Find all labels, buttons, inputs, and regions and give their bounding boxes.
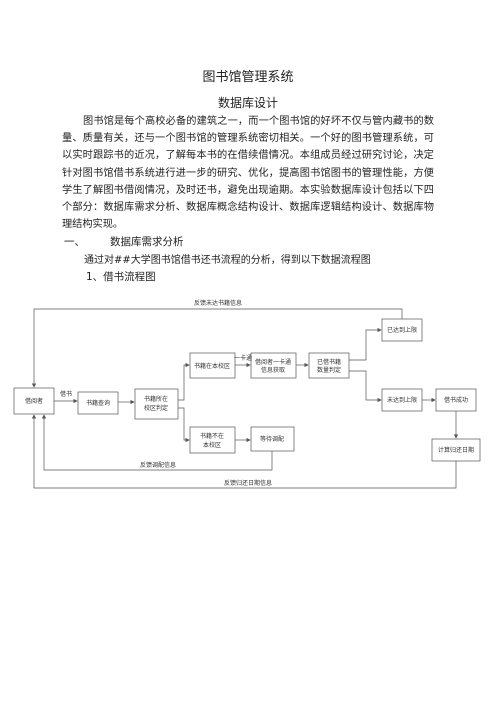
node-count-judge-box — [308, 352, 350, 379]
node-due-date: 计算归还日期 — [438, 446, 474, 454]
label-feedback-due: 反馈归还日期信息 — [224, 479, 272, 487]
document-subtitle: 数据库设计 — [217, 96, 278, 110]
label-card: 一卡通 — [234, 354, 252, 362]
intro-paragraph: 图书馆是每个高校必备的建筑之一，而一个图书馆的好坏不仅与管内藏书的数量、质量有关… — [62, 116, 434, 231]
node-in-campus: 书籍在本校区 — [194, 362, 230, 370]
node-query: 书籍查询 — [86, 399, 110, 407]
section-number: 一、 — [64, 236, 85, 248]
node-not-in-campus-2: 本校区 — [203, 441, 221, 449]
node-card-info-1: 借阅者一卡通 — [255, 358, 291, 366]
label-feedback-transfer: 反馈调配信息 — [140, 461, 176, 469]
node-count-judge-1: 已借书籍 — [317, 358, 341, 366]
node-card-info-2: 信息获取 — [261, 366, 285, 374]
node-not-in-campus-box — [189, 426, 236, 454]
node-reached-limit: 已达到上限 — [387, 326, 417, 334]
node-in-campus-box — [189, 352, 236, 379]
node-count-judge-2: 数量判定 — [317, 366, 341, 374]
document-title: 图书馆管理系统 — [202, 70, 294, 85]
node-judge-campus-2: 校区判定 — [144, 404, 168, 412]
node-borrow-success: 借书成功 — [444, 396, 468, 404]
node-judge-campus-1: 书籍所在 — [144, 395, 168, 403]
node-borrower-box — [13, 387, 55, 415]
subsection-title: 1、借书流程图 — [86, 271, 156, 283]
node-card-info-box — [250, 352, 297, 379]
section-text: 通过对##大学图书馆借书还书流程的分析，得到以下数据流程图 — [84, 255, 371, 266]
node-judge-campus-box — [134, 388, 179, 420]
section-title: 数据库需求分析 — [110, 236, 184, 248]
node-query-box — [77, 391, 119, 415]
node-transfer: 等待调配 — [260, 435, 284, 443]
node-not-reached: 未达到上限 — [387, 396, 417, 404]
label-borrow: 借书 — [60, 390, 72, 398]
label-feedback-unable: 反馈未达书籍信息 — [194, 299, 242, 307]
node-not-in-campus-1: 书籍不在 — [200, 432, 224, 440]
node-borrower: 借阅者 — [25, 397, 43, 405]
node-transfer-box — [250, 426, 295, 452]
